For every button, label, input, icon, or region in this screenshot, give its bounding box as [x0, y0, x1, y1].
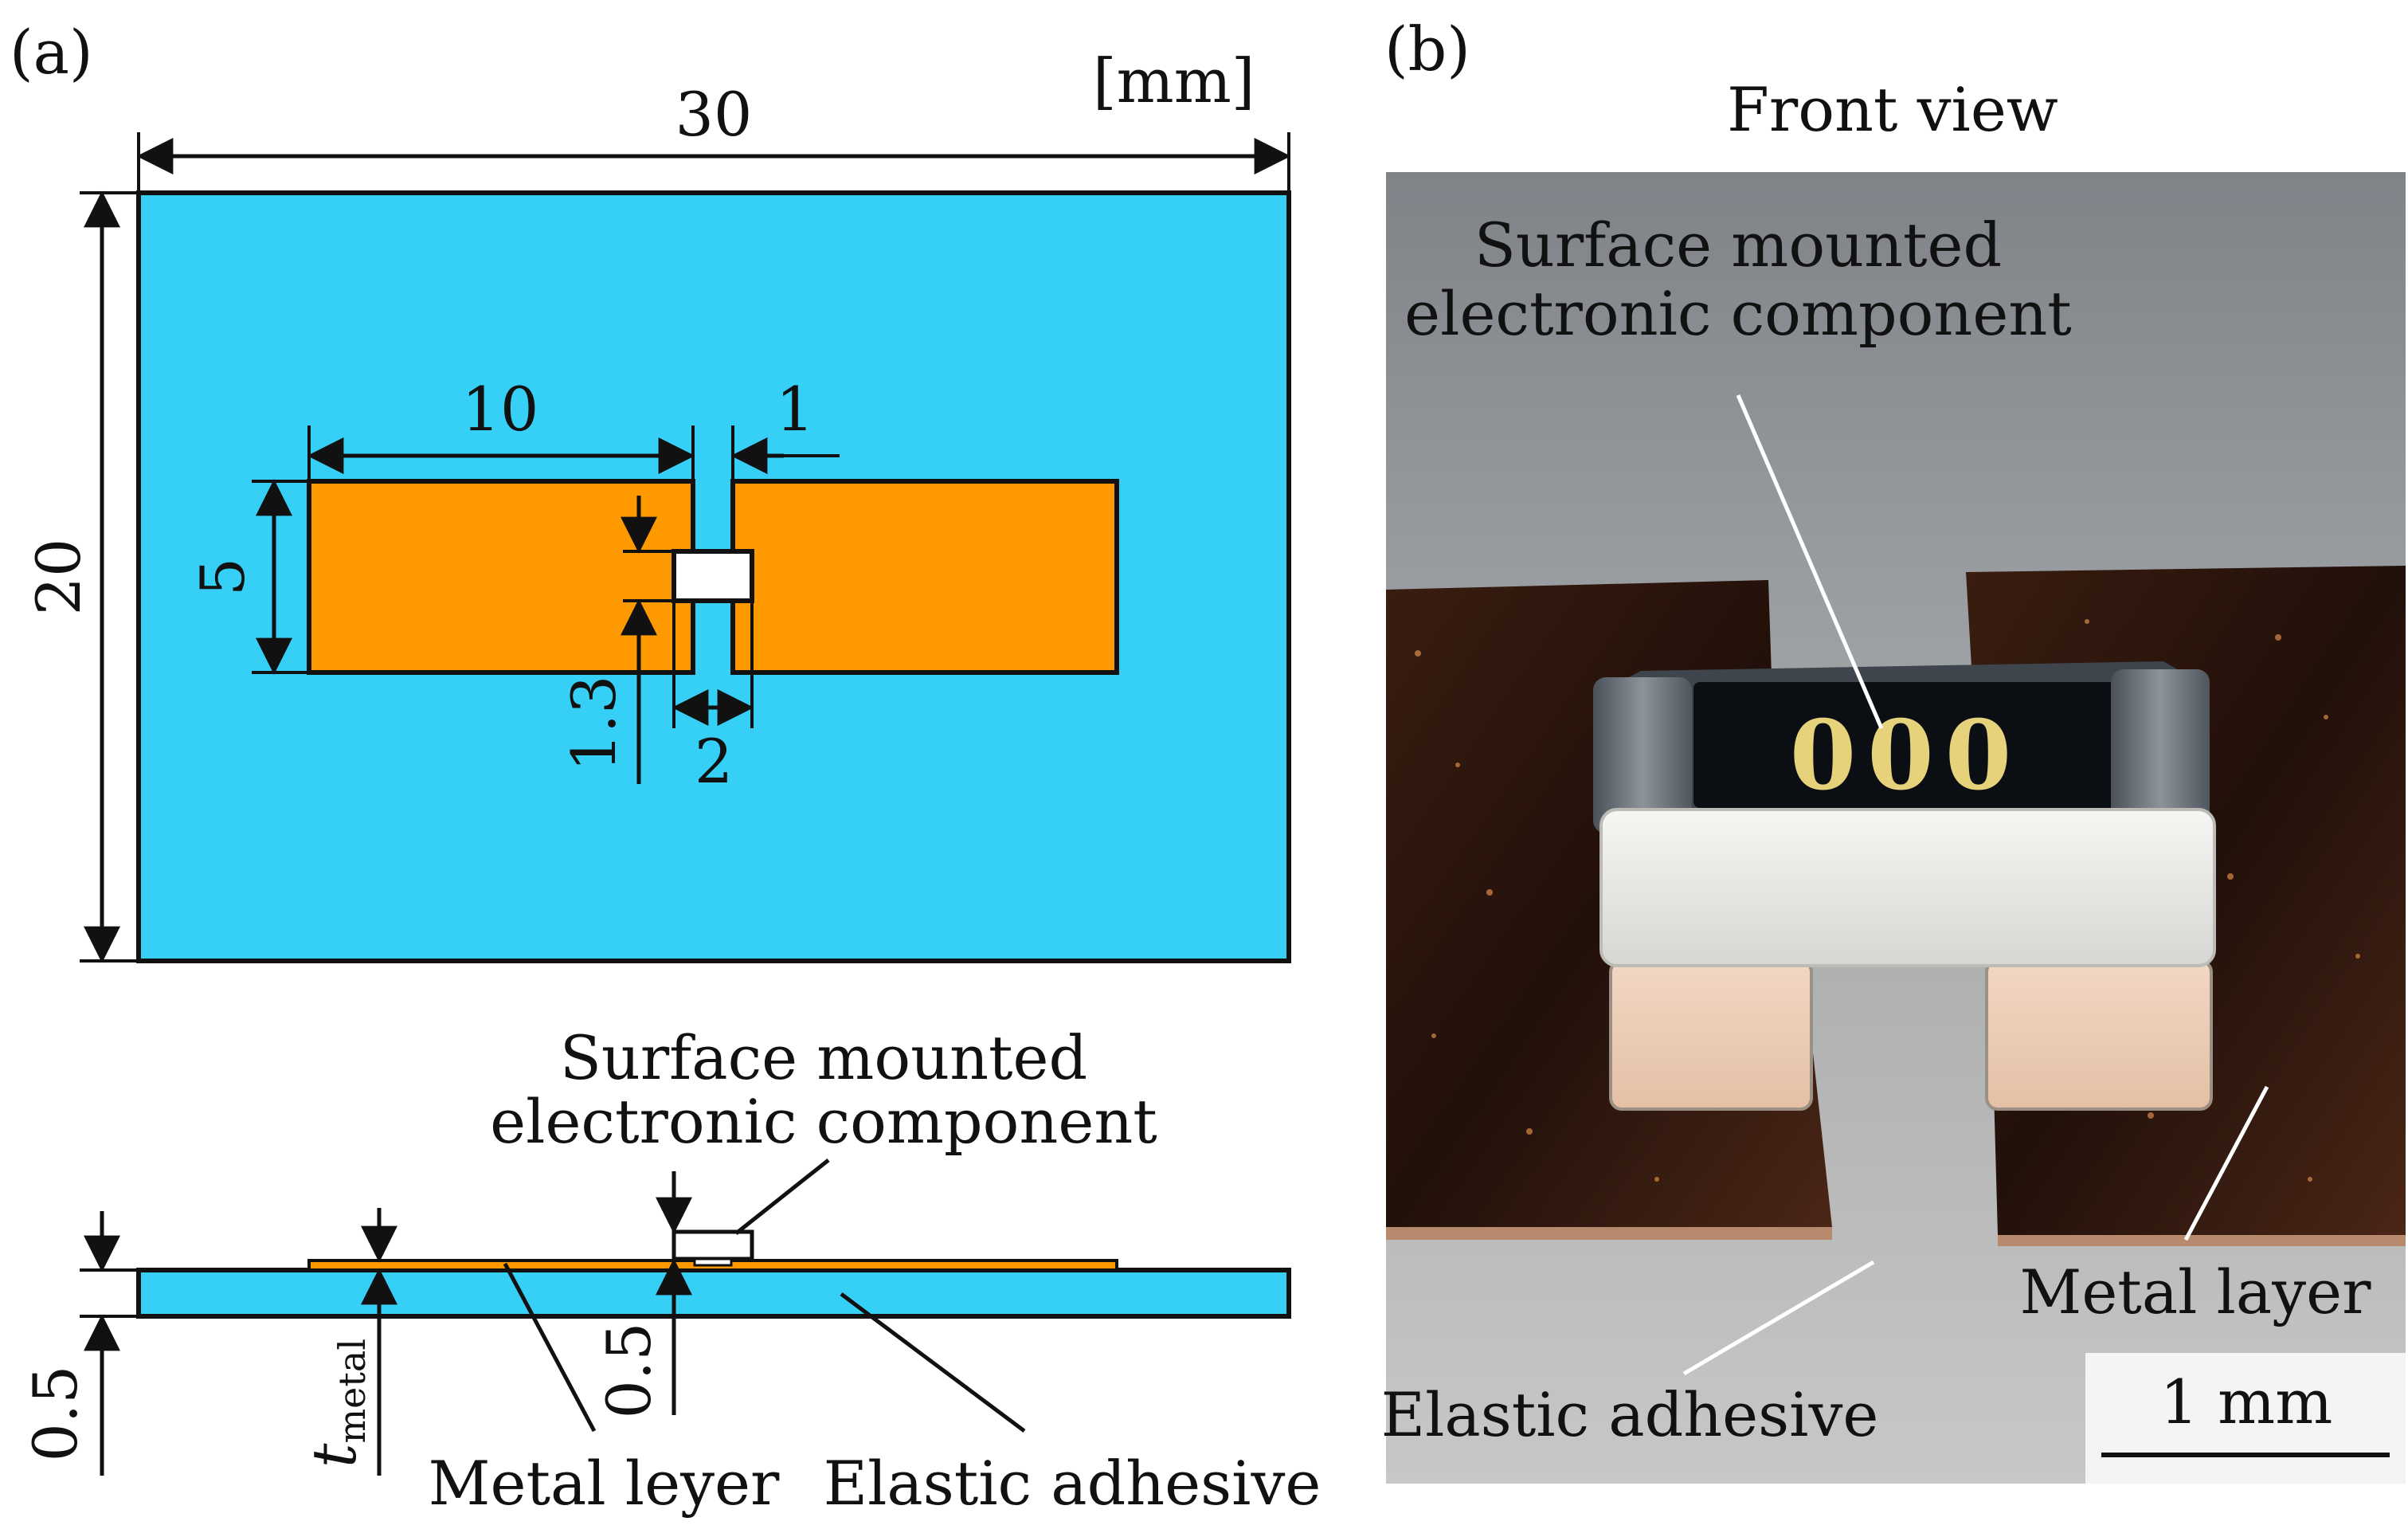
photo-end-cap-right: [2111, 669, 2210, 825]
component-height-label: 1.3: [558, 676, 629, 772]
pad-length-dimension-label: 10: [462, 374, 539, 445]
photo-callout-component-line2: electronic component: [1404, 278, 2072, 349]
side-callout-component-line2: electronic component: [490, 1086, 1157, 1157]
adhesive-label: Elastic adhesive: [824, 1448, 1321, 1519]
side-component-leader: [734, 1159, 830, 1235]
front-view-title: Front view: [1727, 74, 2058, 145]
width-dimension-label: 30: [675, 79, 753, 150]
photo-metal-layer-label: Metal layer: [2020, 1257, 2372, 1327]
photo-metal-layer-leader: [2183, 1085, 2269, 1241]
photo-metal-layer-right-edge: [1998, 1235, 2406, 1246]
side-callout-component-line1: Surface mounted: [560, 1022, 1087, 1093]
pad-width-dimension-label: 5: [187, 558, 258, 596]
photo-pad-right: [1985, 959, 2213, 1111]
panel-b-label: (b): [1384, 14, 1470, 84]
panel-a-label: (a): [10, 17, 93, 88]
panel-a: (a) [mm] 30 20 10 1 5: [10, 17, 1321, 1519]
photo-metal-layer-left-edge: [1386, 1227, 1832, 1240]
component-top-view: [671, 549, 754, 603]
component-width-label: 2: [695, 726, 733, 797]
tmetal-label: tmetal: [299, 1339, 374, 1468]
metal-pad-right: [730, 479, 1119, 675]
photo-end-cap-left: [1593, 677, 1692, 833]
unit-label: [mm]: [1093, 45, 1255, 116]
photo-component-marking: 000: [1790, 700, 2023, 812]
substrate-side-view: [136, 1268, 1291, 1319]
photo-pad-left: [1609, 959, 1813, 1111]
scale-bar-box: [2085, 1353, 2406, 1484]
adhesive-leader: [840, 1292, 1026, 1433]
metal-layer-label: Metal leyer: [429, 1448, 780, 1519]
height-dimension-label: 20: [23, 539, 94, 616]
photo-adhesive-label: Elastic adhesive: [1381, 1379, 1879, 1450]
component-side-view: [671, 1229, 754, 1261]
component-thickness-label: 0.5: [593, 1323, 664, 1419]
gap-dimension-label: 1: [776, 374, 814, 445]
base-thickness-label: 0.5: [20, 1366, 91, 1462]
photo-component-body: [1599, 808, 2216, 967]
metal-layer-leader: [503, 1262, 597, 1433]
photo-component-leader: [1736, 394, 1884, 729]
photo-component-resistive-layer: [1693, 682, 2119, 808]
component-solder-side-view: [693, 1257, 733, 1267]
panel-b: (b) Front view 000 Surface mounted el: [1381, 14, 2406, 1484]
photo-callout-component-line1: Surface mounted: [1474, 210, 2002, 280]
photo-adhesive-leader: [1682, 1260, 1875, 1376]
scale-bar-label: 1 mm: [2160, 1366, 2333, 1437]
metal-pad-left: [307, 479, 695, 675]
